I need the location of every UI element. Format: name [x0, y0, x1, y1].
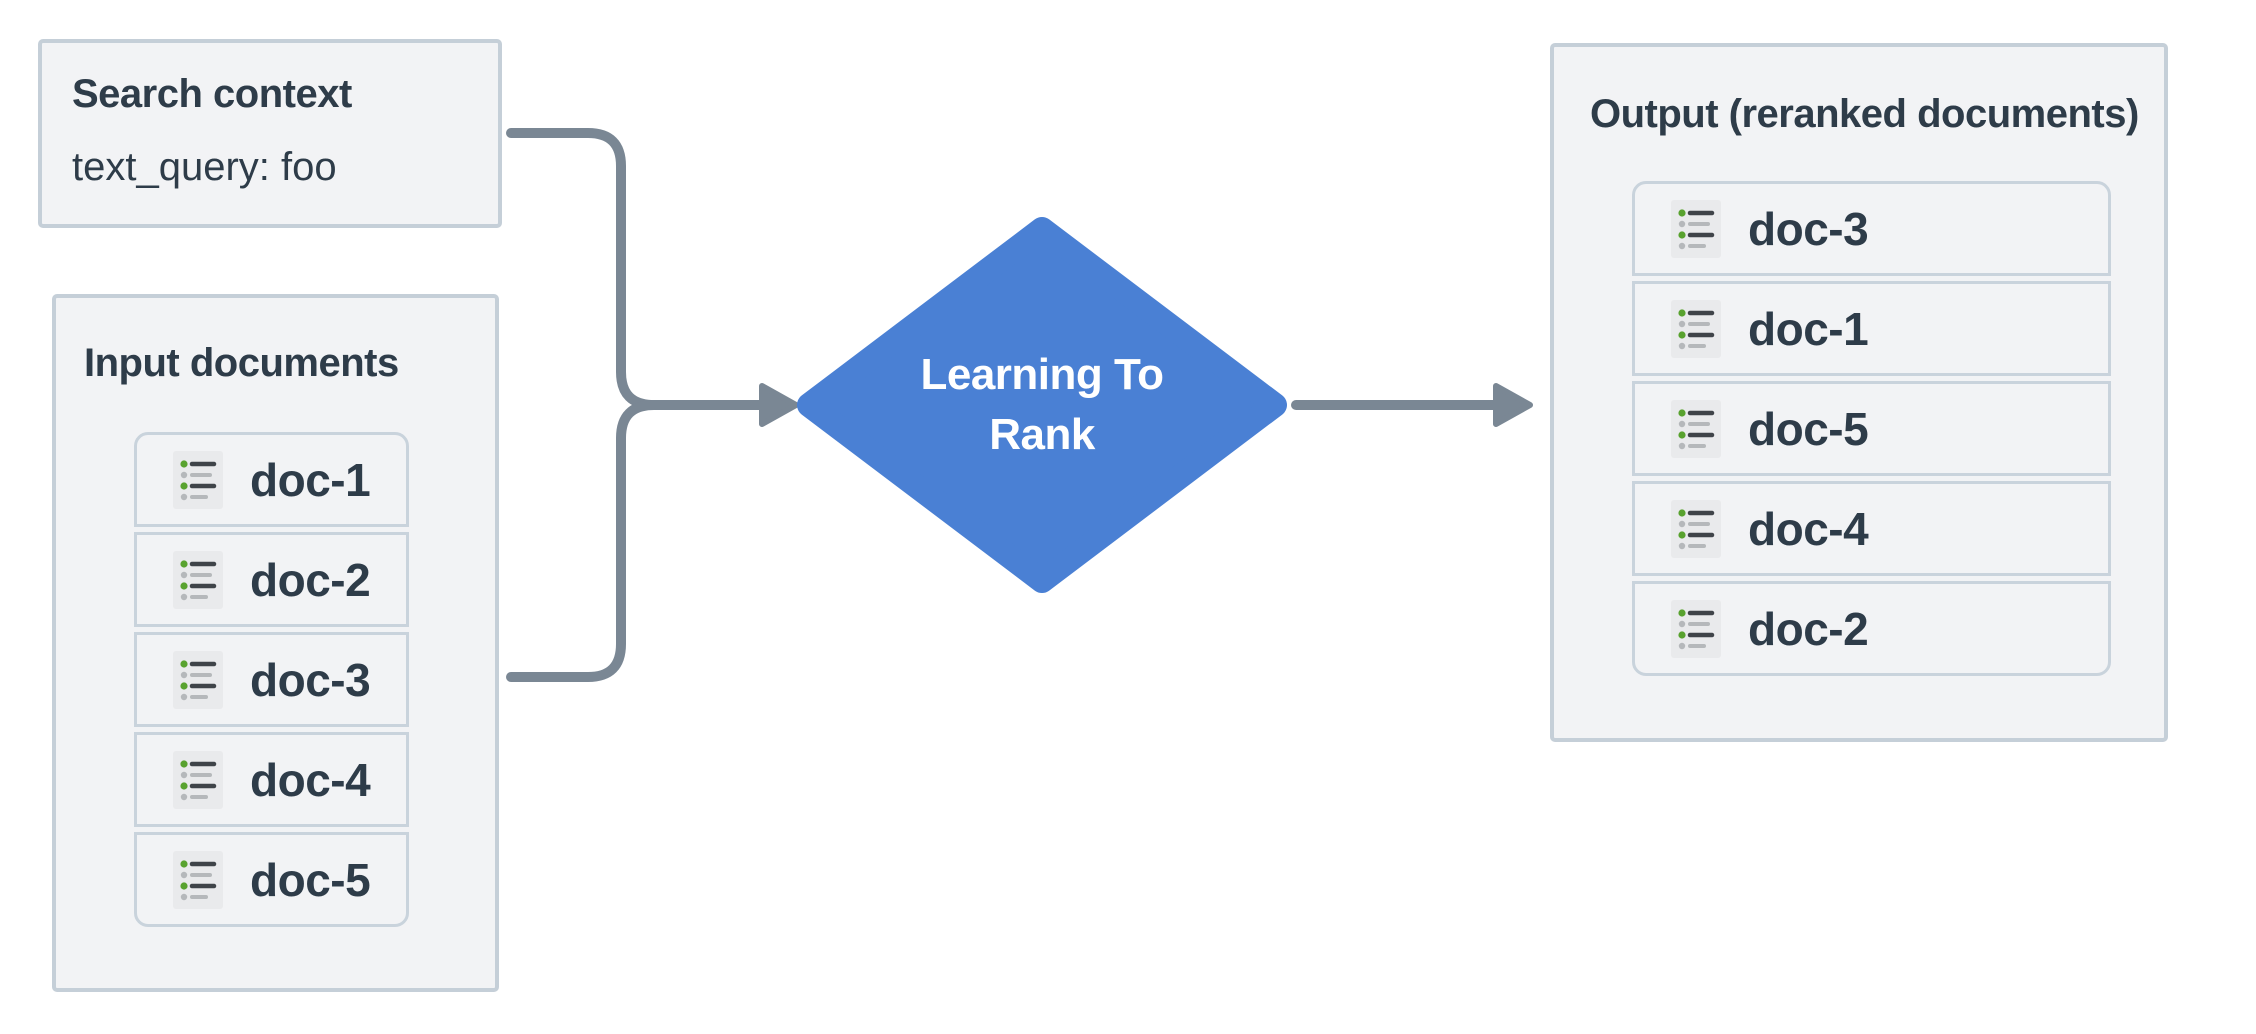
- search-context-title: Search context: [72, 72, 352, 116]
- doc-item: doc-4: [134, 732, 409, 827]
- doc-list-icon: [173, 550, 223, 609]
- output-documents-title: Output (reranked documents): [1590, 92, 2139, 136]
- arrowhead-into-node: [759, 383, 799, 427]
- doc-item: doc-5: [1632, 381, 2111, 476]
- doc-list-icon: [1671, 199, 1721, 258]
- doc-item-label: doc-1: [250, 453, 371, 506]
- doc-item: doc-1: [1632, 281, 2111, 376]
- learning-to-rank-label-line1: Learning To: [920, 350, 1164, 399]
- doc-list-icon: [1671, 299, 1721, 358]
- doc-item-label: doc-5: [250, 853, 371, 906]
- output-documents-panel: Output (reranked documents) doc-3: [1550, 43, 2168, 742]
- doc-list-icon: [1671, 399, 1721, 458]
- doc-item-label: doc-4: [250, 753, 371, 806]
- doc-item-label: doc-5: [1748, 402, 1869, 455]
- arrowhead-into-output: [1493, 383, 1533, 427]
- input-documents-panel: Input documents doc-1 doc-2: [52, 294, 499, 992]
- doc-list-icon: [1671, 599, 1721, 658]
- input-documents-list: doc-1 doc-2 doc-3: [134, 432, 409, 927]
- doc-item: doc-2: [1632, 581, 2111, 676]
- learning-to-rank-label-line2: Rank: [989, 410, 1095, 459]
- doc-list-icon: [173, 850, 223, 909]
- doc-item-label: doc-2: [1748, 602, 1869, 655]
- search-context-query: text_query: foo: [72, 145, 337, 189]
- doc-item-label: doc-4: [1748, 502, 1869, 555]
- learning-to-rank-label: Learning To Rank: [842, 300, 1242, 510]
- connector-search-to-node: [506, 128, 767, 410]
- doc-item: doc-2: [134, 532, 409, 627]
- connector-input-to-node: [506, 400, 767, 682]
- output-documents-list: doc-3 doc-1 doc-5: [1632, 181, 2111, 676]
- doc-item: doc-5: [134, 832, 409, 927]
- doc-list-icon: [1671, 499, 1721, 558]
- doc-item-label: doc-3: [1748, 202, 1869, 255]
- doc-list-icon: [173, 450, 223, 509]
- doc-item: doc-3: [1632, 181, 2111, 276]
- doc-list-icon: [173, 650, 223, 709]
- doc-list-icon: [173, 750, 223, 809]
- input-documents-title: Input documents: [84, 341, 399, 385]
- doc-item-label: doc-3: [250, 653, 371, 706]
- doc-item: doc-3: [134, 632, 409, 727]
- search-context-panel: Search context text_query: foo: [38, 39, 502, 228]
- doc-item: doc-4: [1632, 481, 2111, 576]
- doc-item: doc-1: [134, 432, 409, 527]
- doc-item-label: doc-2: [250, 553, 371, 606]
- doc-item-label: doc-1: [1748, 302, 1869, 355]
